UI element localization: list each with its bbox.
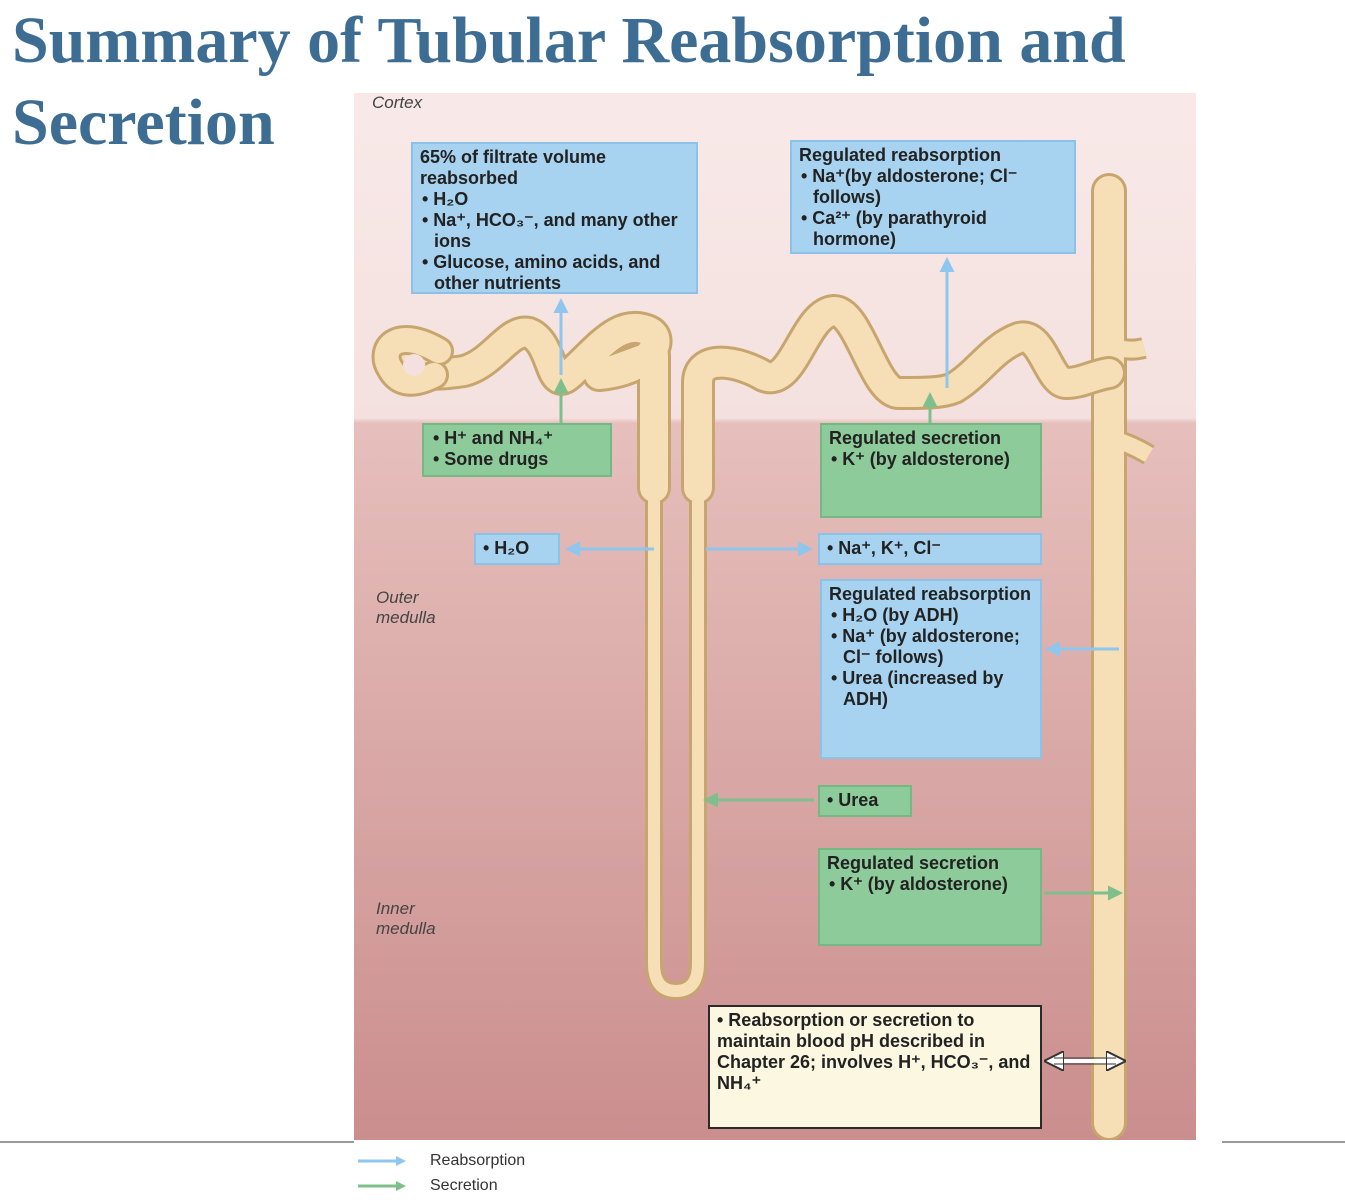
box-cd-secretion: Regulated secretion • K⁺ (by aldosterone…	[818, 848, 1042, 946]
box-pct-item-3: • Glucose, amino acids, and other nutrie…	[422, 252, 661, 293]
box-pct-sec-item-2: • Some drugs	[433, 449, 549, 469]
box-dct-secretion: Regulated secretion • K⁺ (by aldosterone…	[820, 423, 1042, 518]
box-blood-ph: • Reabsorption or secretion to maintain …	[708, 1005, 1042, 1129]
zone-inner-medulla: Inner medulla	[376, 899, 436, 938]
legend-reabsorption-arrow	[358, 1156, 406, 1166]
box-pct-item-2: • Na⁺, HCO₃⁻, and many other ions	[422, 210, 678, 251]
box-ascending-ions: • Na⁺, K⁺, Cl⁻	[818, 533, 1042, 565]
box-cd-sec-item-1: • K⁺ (by aldosterone)	[829, 874, 1008, 894]
legend-secretion-arrow	[358, 1181, 406, 1191]
legend-secretion-label: Secretion	[430, 1177, 498, 1194]
slide-title: Summary of Tubular Reabsorption and Secr…	[12, 0, 1342, 164]
divider-left	[0, 1141, 354, 1143]
box-dct-item-1: • Na⁺(by aldosterone; Cl⁻ follows)	[801, 166, 1018, 207]
box-descending-water: • H₂O	[474, 533, 560, 565]
box-pct-secretion: • H⁺ and NH₄⁺ • Some drugs	[422, 423, 612, 477]
loop-of-henle-fill	[648, 482, 704, 998]
bowmans-capsule	[371, 325, 454, 397]
box-ph-text: • Reabsorption or secretion to maintain …	[717, 1010, 1031, 1093]
zone-outer-medulla: Outer medulla	[376, 588, 436, 627]
box-dct-sec-header: Regulated secretion	[829, 428, 1002, 448]
legend-reabsorption-label: Reabsorption	[430, 1152, 526, 1169]
zone-cortex: Cortex	[372, 93, 423, 112]
title-line-1: Summary of Tubular Reabsorption and	[12, 4, 1126, 77]
box-pct-item-1: • H₂O	[422, 189, 469, 209]
box-cd-item-1: • H₂O (by ADH)	[831, 605, 959, 625]
divider-right	[1222, 1141, 1345, 1143]
box-cd-item-2: • Na⁺ (by aldosterone; Cl⁻ follows)	[831, 626, 1020, 667]
nephron-figure: Cortex Outer medulla Inner medulla 65% o…	[354, 93, 1196, 1140]
title-line-2: Secretion	[12, 86, 275, 159]
box-pct-header: 65% of filtrate volume reabsorbed	[420, 147, 607, 188]
loop-of-henle-outline	[645, 479, 707, 1001]
nephron-tubule	[371, 173, 1155, 1140]
box-cd-reabsorption: Regulated reabsorption • H₂O (by ADH) • …	[820, 579, 1042, 759]
box-urea: • Urea	[818, 785, 912, 817]
box-dct-sec-item-1: • K⁺ (by aldosterone)	[831, 449, 1010, 469]
collecting-duct	[1091, 173, 1155, 1140]
box-cd-item-3: • Urea (increased by ADH)	[831, 668, 1004, 709]
box-dct-reabsorption: Regulated reabsorption • Na⁺(by aldoster…	[790, 140, 1076, 254]
box-cd-sec-header: Regulated secretion	[827, 853, 1000, 873]
box-cd-header: Regulated reabsorption	[829, 584, 1032, 604]
box-dct-item-2: • Ca²⁺ (by parathyroid hormone)	[801, 208, 987, 249]
box-pct-sec-item-1: • H⁺ and NH₄⁺	[433, 428, 553, 448]
box-pct-reabsorption: 65% of filtrate volume reabsorbed • H₂O …	[411, 142, 698, 294]
box-dct-header: Regulated reabsorption	[799, 145, 1002, 165]
